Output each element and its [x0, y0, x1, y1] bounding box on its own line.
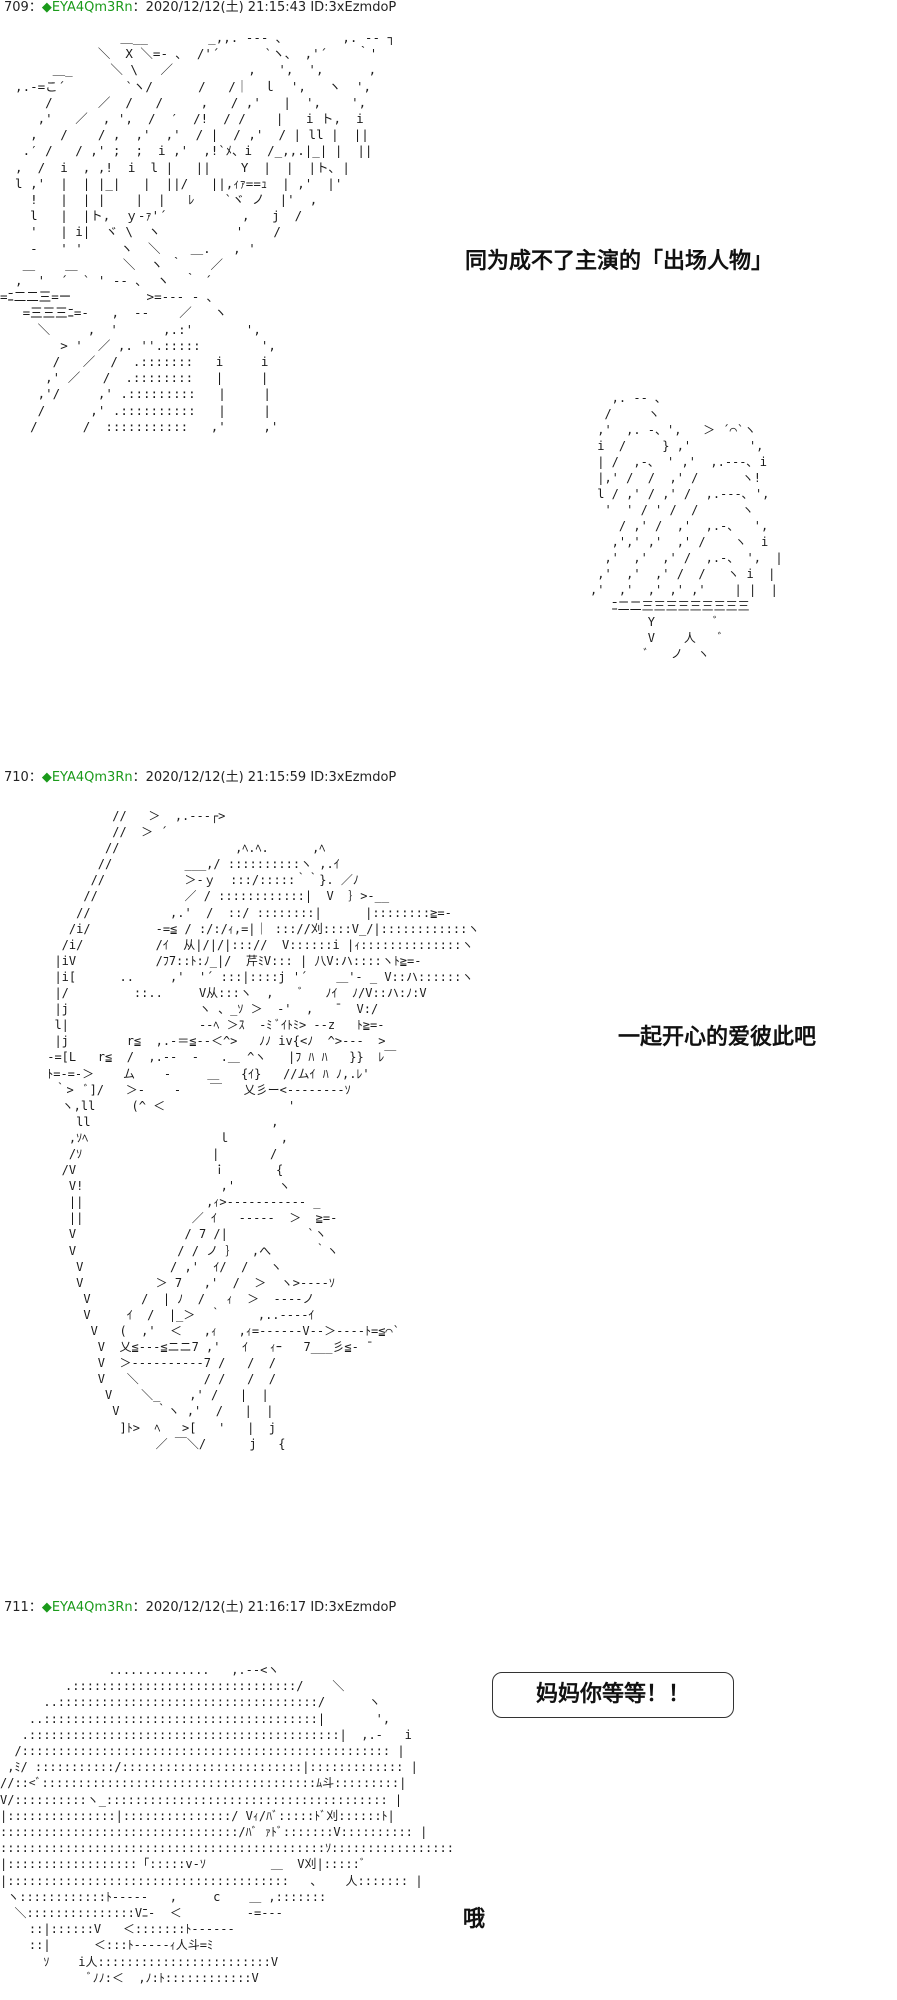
- post-meta: ：2020/12/12(土) 21:16:17 ID:3xEzmdoP: [132, 1600, 397, 1615]
- ascii-art-wings-right: ,. -‐ ､ / ヽ ,' ,. -、', ＞ ´⌒`ヽ i / } ,' '…: [590, 391, 783, 661]
- post-header: 711：◆EYA4Qm3Rn：2020/12/12(土) 21:16:17 ID…: [4, 1600, 396, 1616]
- ascii-art-character: .............. ,.-‐<ヽ .:::::::::::::::::…: [0, 1663, 454, 1985]
- speech-bubble: 妈妈你等等！！: [492, 1672, 734, 1718]
- poster-trip[interactable]: EYA4Qm3Rn: [51, 770, 133, 785]
- caption-text: 哦: [463, 1907, 486, 1932]
- ascii-art-character: // ＞ ,.-‐‐┌> // ＞ ´ // ,ﾍ.ﾍ. ,ﾍ // ___,/…: [47, 809, 480, 1451]
- post-separator: ：: [28, 0, 42, 15]
- trip-diamond-icon: ◆: [41, 1600, 52, 1615]
- post-header: 709：◆EYA4Qm3Rn：2020/12/12(土) 21:15:43 ID…: [4, 0, 396, 16]
- post-meta: ：2020/12/12(土) 21:15:43 ID:3xEzmdoP: [132, 0, 397, 15]
- post-header: 710：◆EYA4Qm3Rn：2020/12/12(土) 21:15:59 ID…: [4, 770, 396, 786]
- caption-text: 同为成不了主演的「出场人物」: [465, 249, 774, 274]
- ascii-art-character-left: ＿__ _,,. -‐- ､ ,. -‐ ┐ ＼ X ＼=- ､ /'´ `ヽ、…: [0, 30, 396, 434]
- post-separator: ：: [28, 770, 42, 785]
- post-number: 710: [4, 770, 29, 785]
- trip-diamond-icon: ◆: [41, 0, 52, 15]
- trip-diamond-icon: ◆: [41, 770, 52, 785]
- post-separator: ：: [28, 1600, 42, 1615]
- caption-text: 一起开心的爱彼此吧: [618, 1025, 817, 1050]
- post-711: 711：◆EYA4Qm3Rn：2020/12/12(土) 21:16:17 ID…: [0, 1600, 897, 2000]
- poster-trip[interactable]: EYA4Qm3Rn: [51, 0, 133, 15]
- post-709: 709：◆EYA4Qm3Rn：2020/12/12(土) 21:15:43 ID…: [0, 0, 897, 770]
- post-meta: ：2020/12/12(土) 21:15:59 ID:3xEzmdoP: [132, 770, 397, 785]
- post-number: 709: [4, 0, 29, 15]
- post-number: 711: [4, 1600, 29, 1615]
- post-710: 710：◆EYA4Qm3Rn：2020/12/12(土) 21:15:59 ID…: [0, 770, 897, 1600]
- poster-trip[interactable]: EYA4Qm3Rn: [51, 1600, 133, 1615]
